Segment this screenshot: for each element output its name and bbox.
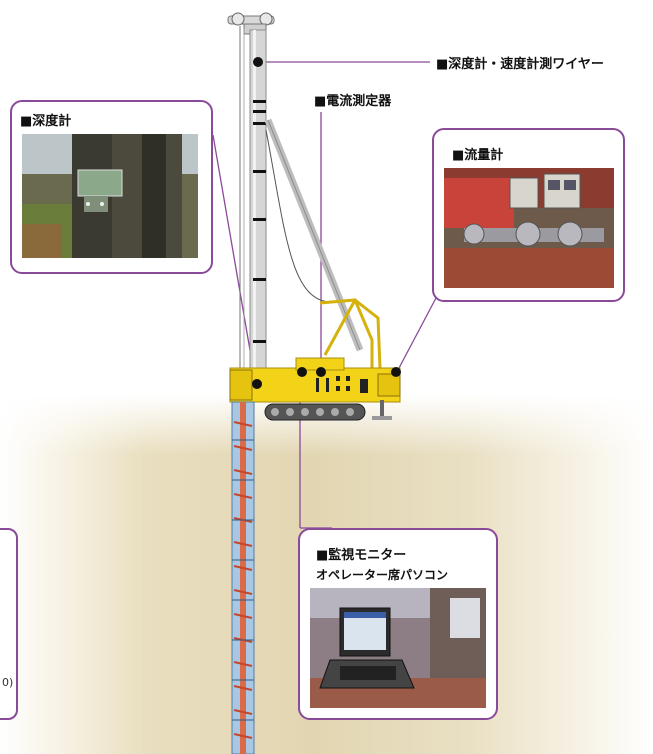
depth-speed-wire-label: ■深度計・速度計測ワイヤー <box>436 57 604 72</box>
monitor-subtitle: オペレーター席パソコン <box>316 568 449 582</box>
monitor-title: ■監視モニター <box>316 548 407 563</box>
auger-casing <box>231 401 255 754</box>
partial-panel-text: 0) <box>2 676 14 689</box>
depth-meter-title: ■深度計 <box>20 114 72 129</box>
mast-markers <box>253 100 266 343</box>
partial-panel-left-edge <box>0 528 18 720</box>
depth-meter-panel: ■深度計 <box>10 100 213 274</box>
mast <box>249 29 267 376</box>
flow-meter-panel: ■流量計 <box>432 128 625 302</box>
depth-wire-marker <box>253 57 263 67</box>
flow-meter-title: ■流量計 <box>452 148 504 163</box>
current-meter-label: ■電流測定器 <box>314 94 392 109</box>
depth-meter-photo <box>22 134 198 258</box>
monitor-photo <box>310 588 486 708</box>
mast-head <box>227 12 275 35</box>
monitor-panel: ■監視モニター オペレーター席パソコン <box>298 528 498 720</box>
rig-body <box>229 357 401 403</box>
crawler-track <box>264 400 392 421</box>
boom-frame <box>319 298 382 369</box>
flow-meter-photo <box>444 168 614 288</box>
